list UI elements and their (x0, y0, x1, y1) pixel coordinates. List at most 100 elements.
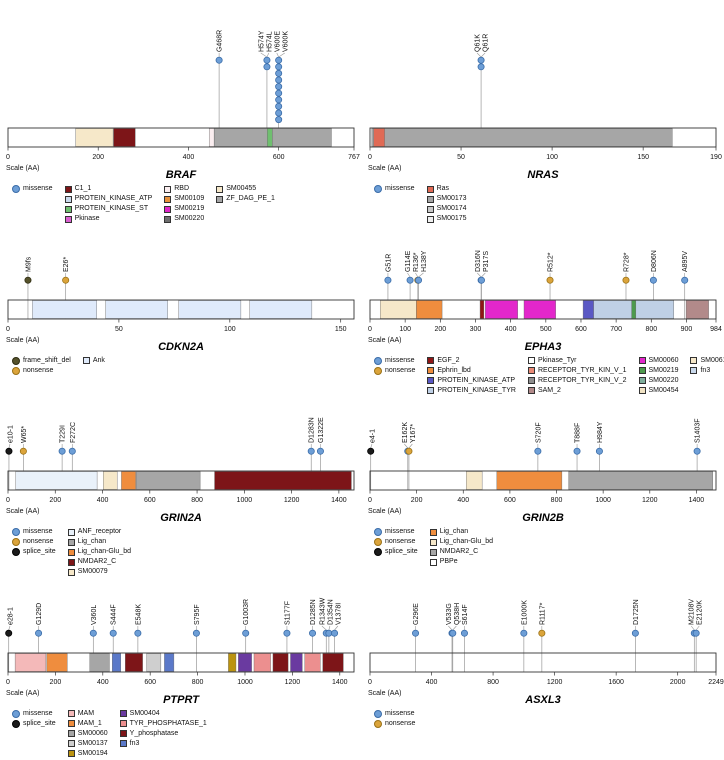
mutation-lollipop-frame_shift_del (25, 277, 31, 283)
legend-item-nonsense: nonsense (374, 367, 415, 376)
mutation-label: D1283N (309, 417, 316, 443)
axis-tick-label: 600 (504, 497, 516, 504)
legend-label: SM00219 (649, 367, 679, 376)
axis-tick-label: 0 (368, 326, 372, 333)
axis-tick-label: 800 (192, 679, 204, 686)
mutation-lollipop-nonsense (539, 630, 545, 636)
domain-swatch-icon (639, 387, 646, 394)
legend-label: nonsense (385, 367, 415, 376)
missense-swatch-icon (374, 528, 382, 536)
domain-swatch-icon (68, 720, 75, 727)
label-leader-line (691, 626, 694, 630)
gene-title-ptprt: PTPRT (0, 694, 362, 706)
splice_site-swatch-icon (12, 720, 20, 728)
axis-tick-label: 200 (50, 679, 62, 686)
missense-swatch-icon (374, 710, 382, 718)
mutation-lollipop-missense (35, 630, 41, 636)
label-leader-line (409, 444, 412, 448)
axis-tick-label: 0 (368, 679, 372, 686)
domain-Y_phosphatase (273, 653, 288, 671)
domain-fn3 (112, 653, 121, 671)
legend-mutation-column: missense (374, 185, 415, 194)
mutation-lollipop-missense (682, 277, 688, 283)
domain-SM00079 (103, 472, 117, 490)
domain-Lig_chan (136, 472, 200, 490)
axis-tick-label: 100 (399, 326, 411, 333)
legend-domain-SM00220: SM00220 (639, 377, 679, 386)
domain-SM00060 (485, 300, 517, 318)
mutation-label: H574L (266, 31, 273, 52)
domain-swatch-icon (68, 569, 75, 576)
domain-Lig_chan-Glu_bd (466, 472, 482, 490)
legend-label: missense (385, 528, 415, 537)
axis-tick-label: 150 (335, 326, 347, 333)
mutation-label: E2120K (697, 599, 704, 624)
legend-domain-PROTEIN_KINASE_ST: PROTEIN_KINASE_ST (65, 205, 153, 214)
axis-tick-label: 400 (457, 497, 469, 504)
label-leader-line (481, 273, 485, 277)
mutation-label: e4-1 (370, 429, 377, 443)
legend-label: PROTEIN_KINASE_TYR (437, 387, 516, 396)
mutation-label: Y167* (410, 424, 417, 443)
label-leader-line (407, 273, 410, 277)
legend-item-missense: missense (12, 185, 53, 194)
legend-domain-Pkinase: Pkinase (65, 215, 153, 224)
mutation-label: E548K (135, 603, 142, 624)
legend-label: SM00079 (78, 568, 108, 577)
axis-tick-label: 0 (368, 154, 372, 161)
axis-tick-label: 700 (610, 326, 622, 333)
mutation-lollipop-missense (90, 630, 96, 636)
nonsense-swatch-icon (374, 720, 382, 728)
caption-row: Scale (AA)ASXL3 (362, 694, 724, 707)
legend-label: MAM_1 (78, 720, 102, 729)
domain-swatch-icon (68, 529, 75, 536)
label-leader-line (279, 53, 285, 57)
domain-SM00137 (147, 653, 161, 671)
caption-row: Scale (AA)CDKN2A (0, 341, 362, 354)
legend-label: nonsense (385, 538, 415, 547)
domain-swatch-icon (528, 367, 535, 374)
legend-domain-fn3: fn3 (690, 367, 724, 376)
legend-item-nonsense: nonsense (374, 538, 418, 547)
mutation-lollipop-missense (276, 64, 282, 70)
missense-swatch-icon (374, 185, 382, 193)
legend-label: missense (23, 710, 53, 719)
legend-domain-ZF_DAG_PE_1: ZF_DAG_PE_1 (216, 195, 275, 204)
axis-tick-label: 200 (49, 497, 61, 504)
label-leader-line (329, 626, 330, 630)
mutation-label: R512* (548, 252, 555, 272)
domain-Ank (179, 300, 241, 318)
axis-tick-label: 0 (6, 326, 10, 333)
legend-domain-SM00137: SM00137 (68, 740, 108, 749)
mutation-label: e10-1 (8, 425, 15, 443)
scale-label: Scale (AA) (368, 508, 401, 515)
domain-swatch-icon (120, 730, 127, 737)
domain-SM00219 (632, 300, 636, 318)
legend-label: SM00194 (78, 750, 108, 759)
domain-Ank (250, 300, 312, 318)
nonsense-swatch-icon (12, 538, 20, 546)
axis-tick-label: 50 (115, 326, 123, 333)
legend-label: ZF_DAG_PE_1 (226, 195, 275, 204)
legend-domain-SM00079: SM00079 (68, 568, 131, 577)
domain-swatch-icon (427, 206, 434, 213)
scale-label: Scale (AA) (368, 337, 401, 344)
domain-SM00060 (524, 300, 556, 318)
mutation-label: G468R (217, 30, 224, 52)
legend-label: fn3 (130, 740, 140, 749)
legend-label: missense (23, 528, 53, 537)
mutation-lollipop-missense (596, 448, 602, 454)
mutation-lollipop-missense (632, 630, 638, 636)
mutation-label: H138Y (421, 250, 428, 272)
domain-swatch-icon (68, 750, 75, 757)
mutation-label: E162K (402, 422, 409, 443)
legend-label: SM00109 (174, 195, 204, 204)
